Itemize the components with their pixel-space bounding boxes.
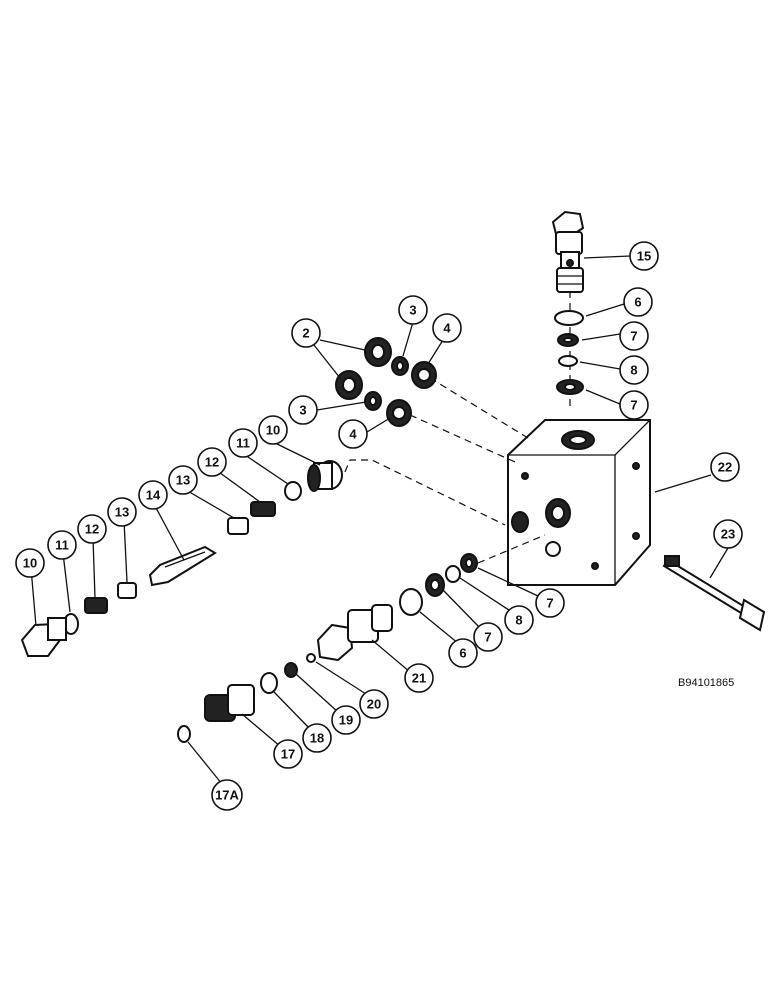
svg-text:18: 18 — [310, 731, 324, 746]
svg-text:7: 7 — [630, 398, 637, 413]
callout-7-lower-b: 7 — [473, 622, 503, 652]
callout-11-upper: 11 — [228, 428, 258, 458]
relief-valve-assembly — [177, 553, 478, 743]
callout-3-lower: 3 — [288, 395, 318, 425]
callout-22: 22 — [710, 452, 740, 482]
callout-7-upper-a: 7 — [619, 321, 649, 351]
svg-text:6: 6 — [459, 646, 466, 661]
callout-13-lower: 13 — [107, 497, 137, 527]
callout-7-upper-b: 7 — [619, 390, 649, 420]
callout-12-lower: 12 — [77, 514, 107, 544]
callout-20: 20 — [359, 689, 389, 719]
svg-text:8: 8 — [630, 363, 637, 378]
svg-text:7: 7 — [484, 630, 491, 645]
callout-2: 2 — [291, 318, 321, 348]
callout-19: 19 — [331, 705, 361, 735]
svg-text:12: 12 — [85, 522, 99, 537]
leader-lines — [30, 255, 729, 785]
callout-13-upper: 13 — [168, 465, 198, 495]
svg-text:17A: 17A — [215, 788, 239, 803]
svg-text:17: 17 — [281, 747, 295, 762]
upper-washers — [335, 337, 437, 427]
valve-body — [507, 419, 651, 586]
callout-23: 23 — [713, 519, 743, 549]
svg-text:7: 7 — [630, 329, 637, 344]
svg-text:15: 15 — [637, 249, 651, 264]
svg-text:22: 22 — [718, 460, 732, 475]
figure-code: B94101865 — [678, 677, 734, 689]
callout-15: 15 — [629, 241, 659, 271]
svg-text:10: 10 — [23, 556, 37, 571]
callout-17a: 17A — [211, 779, 243, 811]
svg-text:4: 4 — [349, 427, 357, 442]
svg-text:20: 20 — [367, 697, 381, 712]
svg-text:13: 13 — [115, 505, 129, 520]
svg-text:11: 11 — [236, 436, 250, 451]
callout-8-lower: 8 — [504, 605, 534, 635]
callout-8-upper: 8 — [619, 355, 649, 385]
callout-7-lower-a: 7 — [535, 588, 565, 618]
svg-text:13: 13 — [176, 473, 190, 488]
svg-text:14: 14 — [146, 488, 161, 503]
svg-text:4: 4 — [443, 321, 451, 336]
callouts: 2 3 4 3 4 15 6 7 8 7 22 23 10 11 12 13 1… — [15, 241, 743, 811]
svg-text:7: 7 — [546, 596, 553, 611]
callout-17: 17 — [273, 739, 303, 769]
callout-10-lower: 10 — [15, 548, 45, 578]
svg-text:8: 8 — [515, 613, 522, 628]
svg-text:12: 12 — [205, 455, 219, 470]
upper-seal-stack — [554, 310, 584, 395]
callout-11-lower: 11 — [47, 530, 77, 560]
svg-text:21: 21 — [412, 671, 426, 686]
callout-18: 18 — [302, 723, 332, 753]
callout-10-upper: 10 — [258, 415, 288, 445]
callout-6-lower: 6 — [448, 638, 478, 668]
spool-assembly — [20, 460, 343, 657]
svg-text:10: 10 — [266, 423, 280, 438]
svg-text:3: 3 — [299, 403, 306, 418]
callout-3-upper: 3 — [398, 295, 428, 325]
svg-text:3: 3 — [409, 303, 416, 318]
callout-4-lower: 4 — [338, 419, 368, 449]
callout-14: 14 — [138, 480, 168, 510]
svg-text:6: 6 — [634, 295, 641, 310]
callout-12-upper: 12 — [197, 447, 227, 477]
svg-text:2: 2 — [302, 326, 309, 341]
callout-6-upper: 6 — [623, 287, 653, 317]
callout-4-upper: 4 — [432, 313, 462, 343]
svg-text:19: 19 — [339, 713, 353, 728]
svg-text:11: 11 — [55, 538, 69, 553]
svg-text:23: 23 — [721, 527, 735, 542]
callout-21: 21 — [404, 663, 434, 693]
cartridge-valve — [551, 210, 585, 293]
bolt — [662, 555, 766, 632]
